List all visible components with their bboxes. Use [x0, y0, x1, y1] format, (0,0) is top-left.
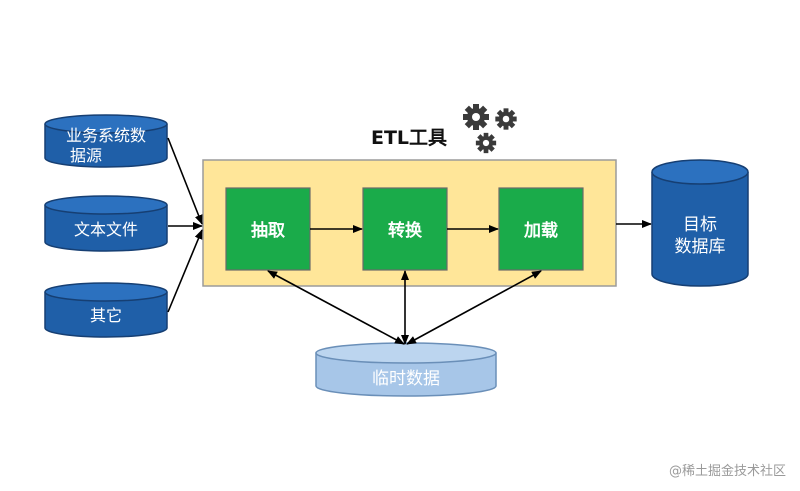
watermark: @稀土掘金技术社区: [668, 464, 786, 479]
step-load-label: 加载: [523, 220, 558, 241]
step-load: 加载: [498, 187, 584, 271]
target-label-2: 数据库: [675, 237, 726, 257]
temp-data-store: 临时数据: [315, 342, 497, 397]
target-label-1: 目标: [683, 215, 717, 235]
temp-data-label: 临时数据: [372, 369, 440, 389]
source-other: 其它: [44, 282, 168, 338]
etl-title: ETL工具: [371, 127, 447, 149]
source-business-db-label-2: 据源: [70, 146, 102, 165]
target-database: 目标 数据库: [651, 159, 749, 287]
source-other-label: 其它: [90, 306, 122, 325]
arrow-business-etl: [167, 137, 203, 225]
gears-icon: [463, 104, 517, 154]
source-text-files: 文本文件: [44, 195, 168, 252]
arrow-load-temp: [406, 270, 542, 345]
source-business-db: 业务系统数 据源: [44, 114, 168, 168]
source-business-db-label-1: 业务系统数: [66, 126, 146, 145]
arrow-other-etl: [167, 229, 203, 313]
step-extract-label: 抽取: [251, 220, 285, 241]
arrow-extract-temp: [267, 270, 405, 345]
source-text-files-label: 文本文件: [74, 220, 138, 239]
step-extract: 抽取: [225, 187, 311, 271]
step-transform-label: 转换: [388, 220, 423, 241]
step-transform: 转换: [362, 187, 448, 271]
